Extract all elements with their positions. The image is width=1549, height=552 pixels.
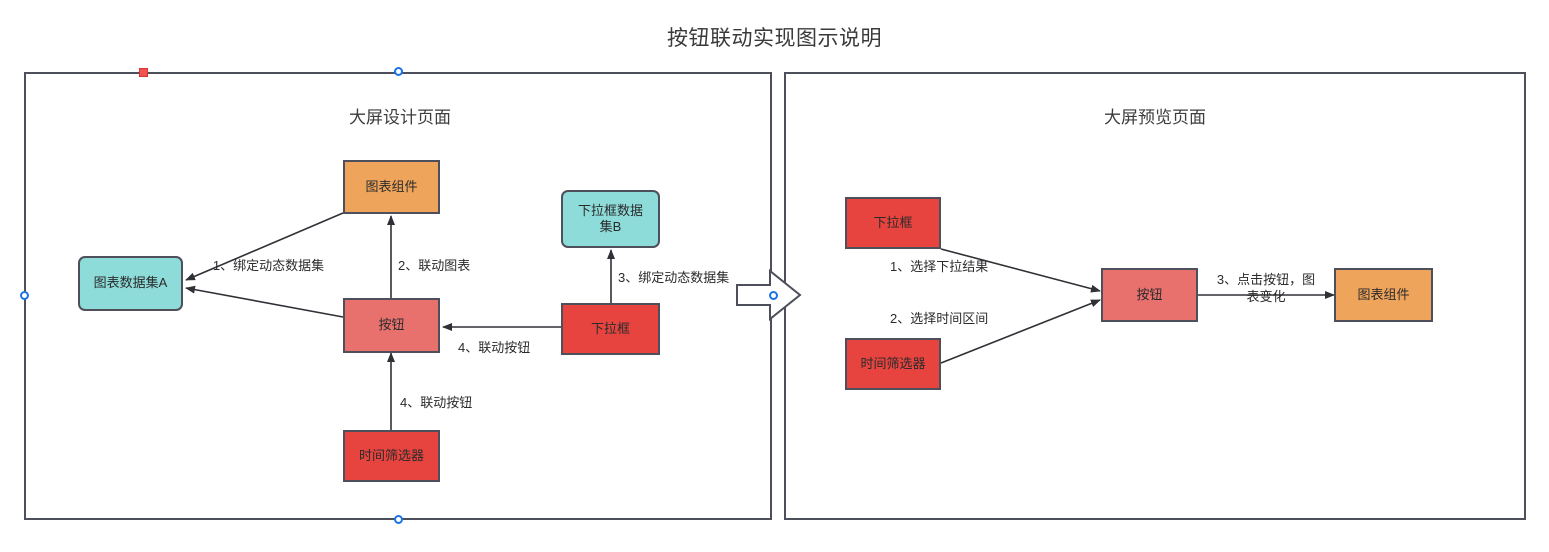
edge-label-click-button-3: 3、点击按钮，图 表变化: [1216, 272, 1316, 304]
node-button-design[interactable]: 按钮: [343, 298, 440, 353]
edge-label-link-button-4b: 4、联动按钮: [400, 395, 473, 410]
node-dropdown-dataset-b[interactable]: 下拉框数据 集B: [561, 190, 660, 248]
node-chart-dataset-a[interactable]: 图表数据集A: [78, 256, 183, 311]
edge-label-select-dropdown-1: 1、选择下拉结果: [890, 259, 989, 274]
node-chart-component-design[interactable]: 图表组件: [343, 160, 440, 214]
selection-handle-bottom[interactable]: [394, 515, 403, 524]
node-time-filter-preview[interactable]: 时间筛选器: [845, 338, 941, 390]
page-title: 按钮联动实现图示说明: [667, 27, 882, 50]
selection-handle-middle[interactable]: [769, 291, 778, 300]
node-time-filter-design[interactable]: 时间筛选器: [343, 430, 440, 482]
edge-label-link-chart-2: 2、联动图表: [398, 258, 471, 273]
node-chart-component-preview[interactable]: 图表组件: [1334, 268, 1433, 322]
selection-handle-left[interactable]: [20, 291, 29, 300]
edge-label-bind-dataset-1: 1、绑定动态数据集: [212, 258, 325, 273]
selection-handle-top[interactable]: [394, 67, 403, 76]
node-dropdown-preview[interactable]: 下拉框: [845, 197, 941, 249]
edge-label-bind-dataset-3: 3、绑定动态数据集: [618, 270, 730, 285]
node-button-preview[interactable]: 按钮: [1101, 268, 1198, 322]
selection-handle-red[interactable]: [139, 68, 148, 77]
edge-label-link-button-4a: 4、联动按钮: [458, 340, 531, 355]
panel-title-preview: 大屏预览页面: [1104, 108, 1206, 127]
edge-label-select-time-range-2: 2、选择时间区间: [890, 311, 989, 326]
panel-title-design: 大屏设计页面: [349, 108, 451, 127]
node-dropdown-design[interactable]: 下拉框: [561, 303, 660, 355]
